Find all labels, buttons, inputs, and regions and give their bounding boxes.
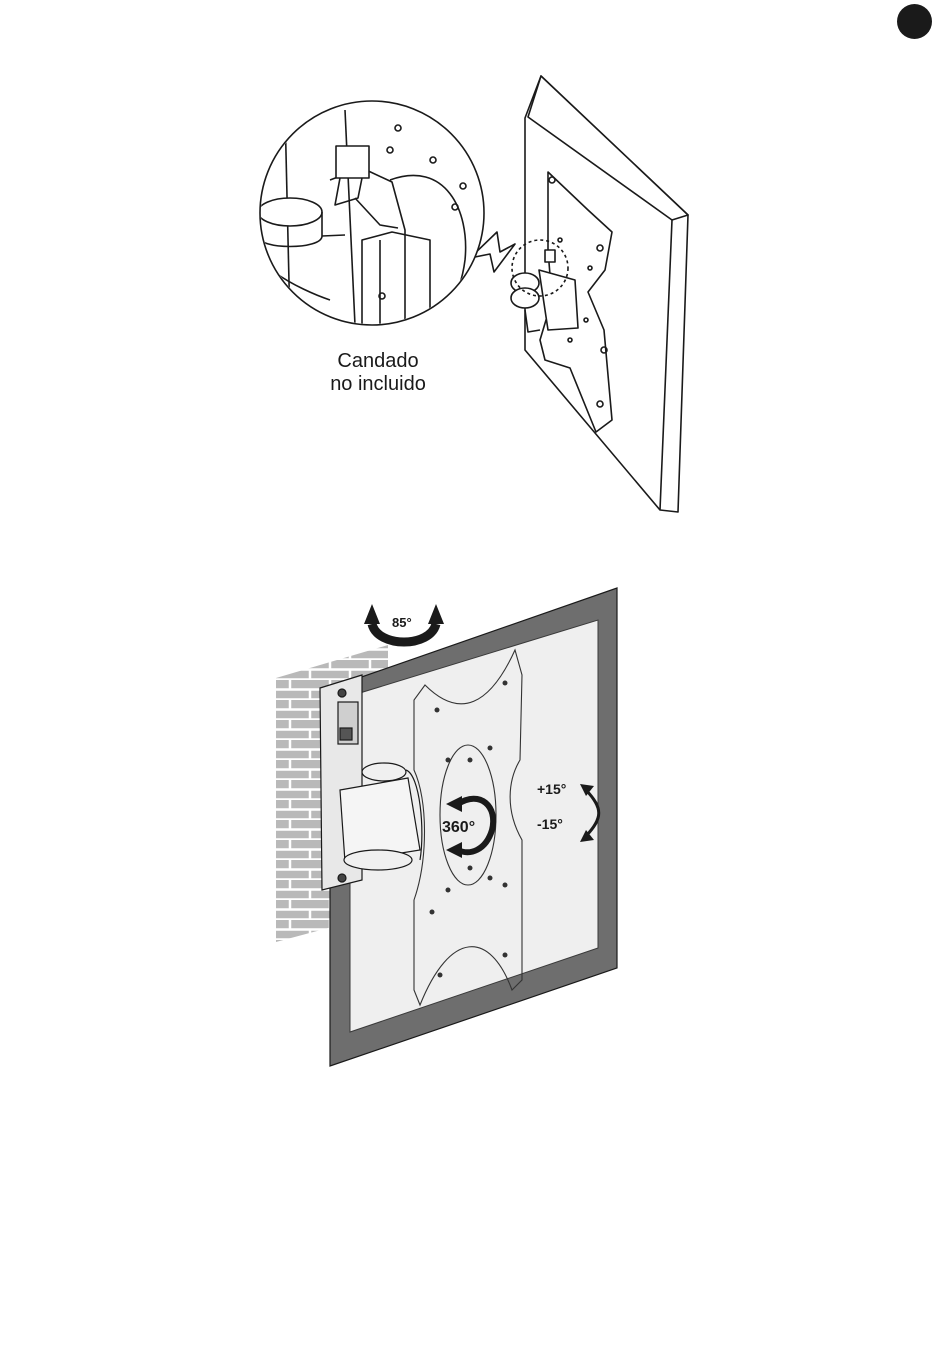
- swivel-label: 85°: [392, 615, 412, 630]
- rotation-label: 360°: [442, 819, 475, 836]
- tilt-down-label: -15°: [537, 816, 563, 832]
- tilt-up-label: +15°: [537, 781, 566, 797]
